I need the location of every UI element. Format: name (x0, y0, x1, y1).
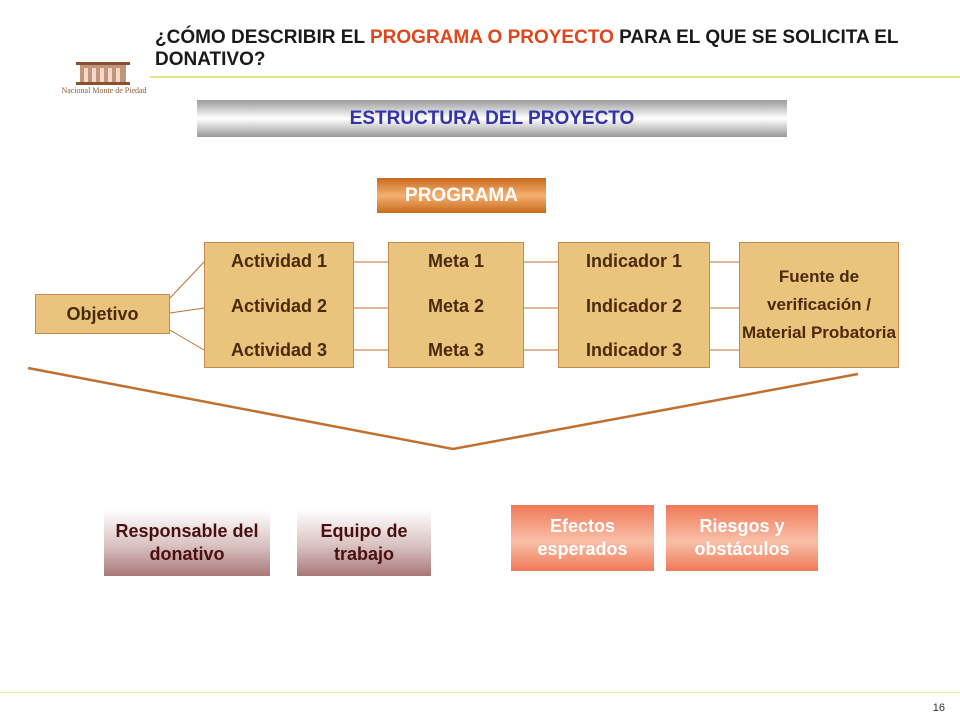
title-part-1: ¿CÓMO DESCRIBIR EL (155, 27, 370, 48)
slide-title: ¿CÓMO DESCRIBIR EL PROGRAMA O PROYECTO P… (155, 27, 925, 71)
meta-item: Meta 1 (427, 251, 485, 271)
actividad-item: Actividad 1 (230, 251, 328, 271)
funnel-line (27, 366, 859, 451)
responsable-box: Responsable del donativo (104, 510, 270, 576)
title-part-2: PARA EL QUE SE SOLICITA EL DONATIVO? (155, 27, 899, 70)
indicador-item: Indicador 1 (585, 251, 683, 271)
equipo-box: Equipo de trabajo (297, 510, 431, 576)
logo-text: Nacional Monte de Piedad (61, 86, 147, 95)
actividades-box: Actividad 1 Actividad 2 Actividad 3 (204, 242, 354, 368)
indicador-item: Indicador 3 (585, 340, 683, 360)
connector-objetivo-actividad-1 (169, 261, 205, 299)
page-number: 16 (932, 702, 945, 714)
connector-objetivo-actividad-3 (169, 329, 205, 351)
footer-rule (0, 692, 960, 693)
connector-objetivo-actividad-2 (169, 307, 205, 314)
indicador-item: Indicador 2 (585, 296, 683, 316)
metas-box: Meta 1 Meta 2 Meta 3 (388, 242, 524, 368)
riesgos-box: Riesgos y obstáculos (666, 505, 818, 571)
indicadores-box: Indicador 1 Indicador 2 Indicador 3 (558, 242, 710, 368)
efectos-box: Efectos esperados (511, 505, 654, 571)
actividad-item: Actividad 3 (230, 340, 328, 360)
actividad-item: Actividad 2 (230, 296, 328, 316)
estructura-banner: ESTRUCTURA DEL PROYECTO (197, 100, 787, 137)
header-rule (150, 76, 960, 78)
objetivo-box: Objetivo (35, 294, 170, 334)
meta-item: Meta 2 (427, 296, 485, 316)
programa-box: PROGRAMA (377, 178, 546, 213)
monte-de-piedad-logo-icon (76, 62, 130, 85)
meta-item: Meta 3 (427, 340, 485, 360)
fuente-verificacion-box: Fuente de verificación / Material Probat… (739, 242, 899, 368)
title-highlight: PROGRAMA O PROYECTO (370, 27, 614, 48)
